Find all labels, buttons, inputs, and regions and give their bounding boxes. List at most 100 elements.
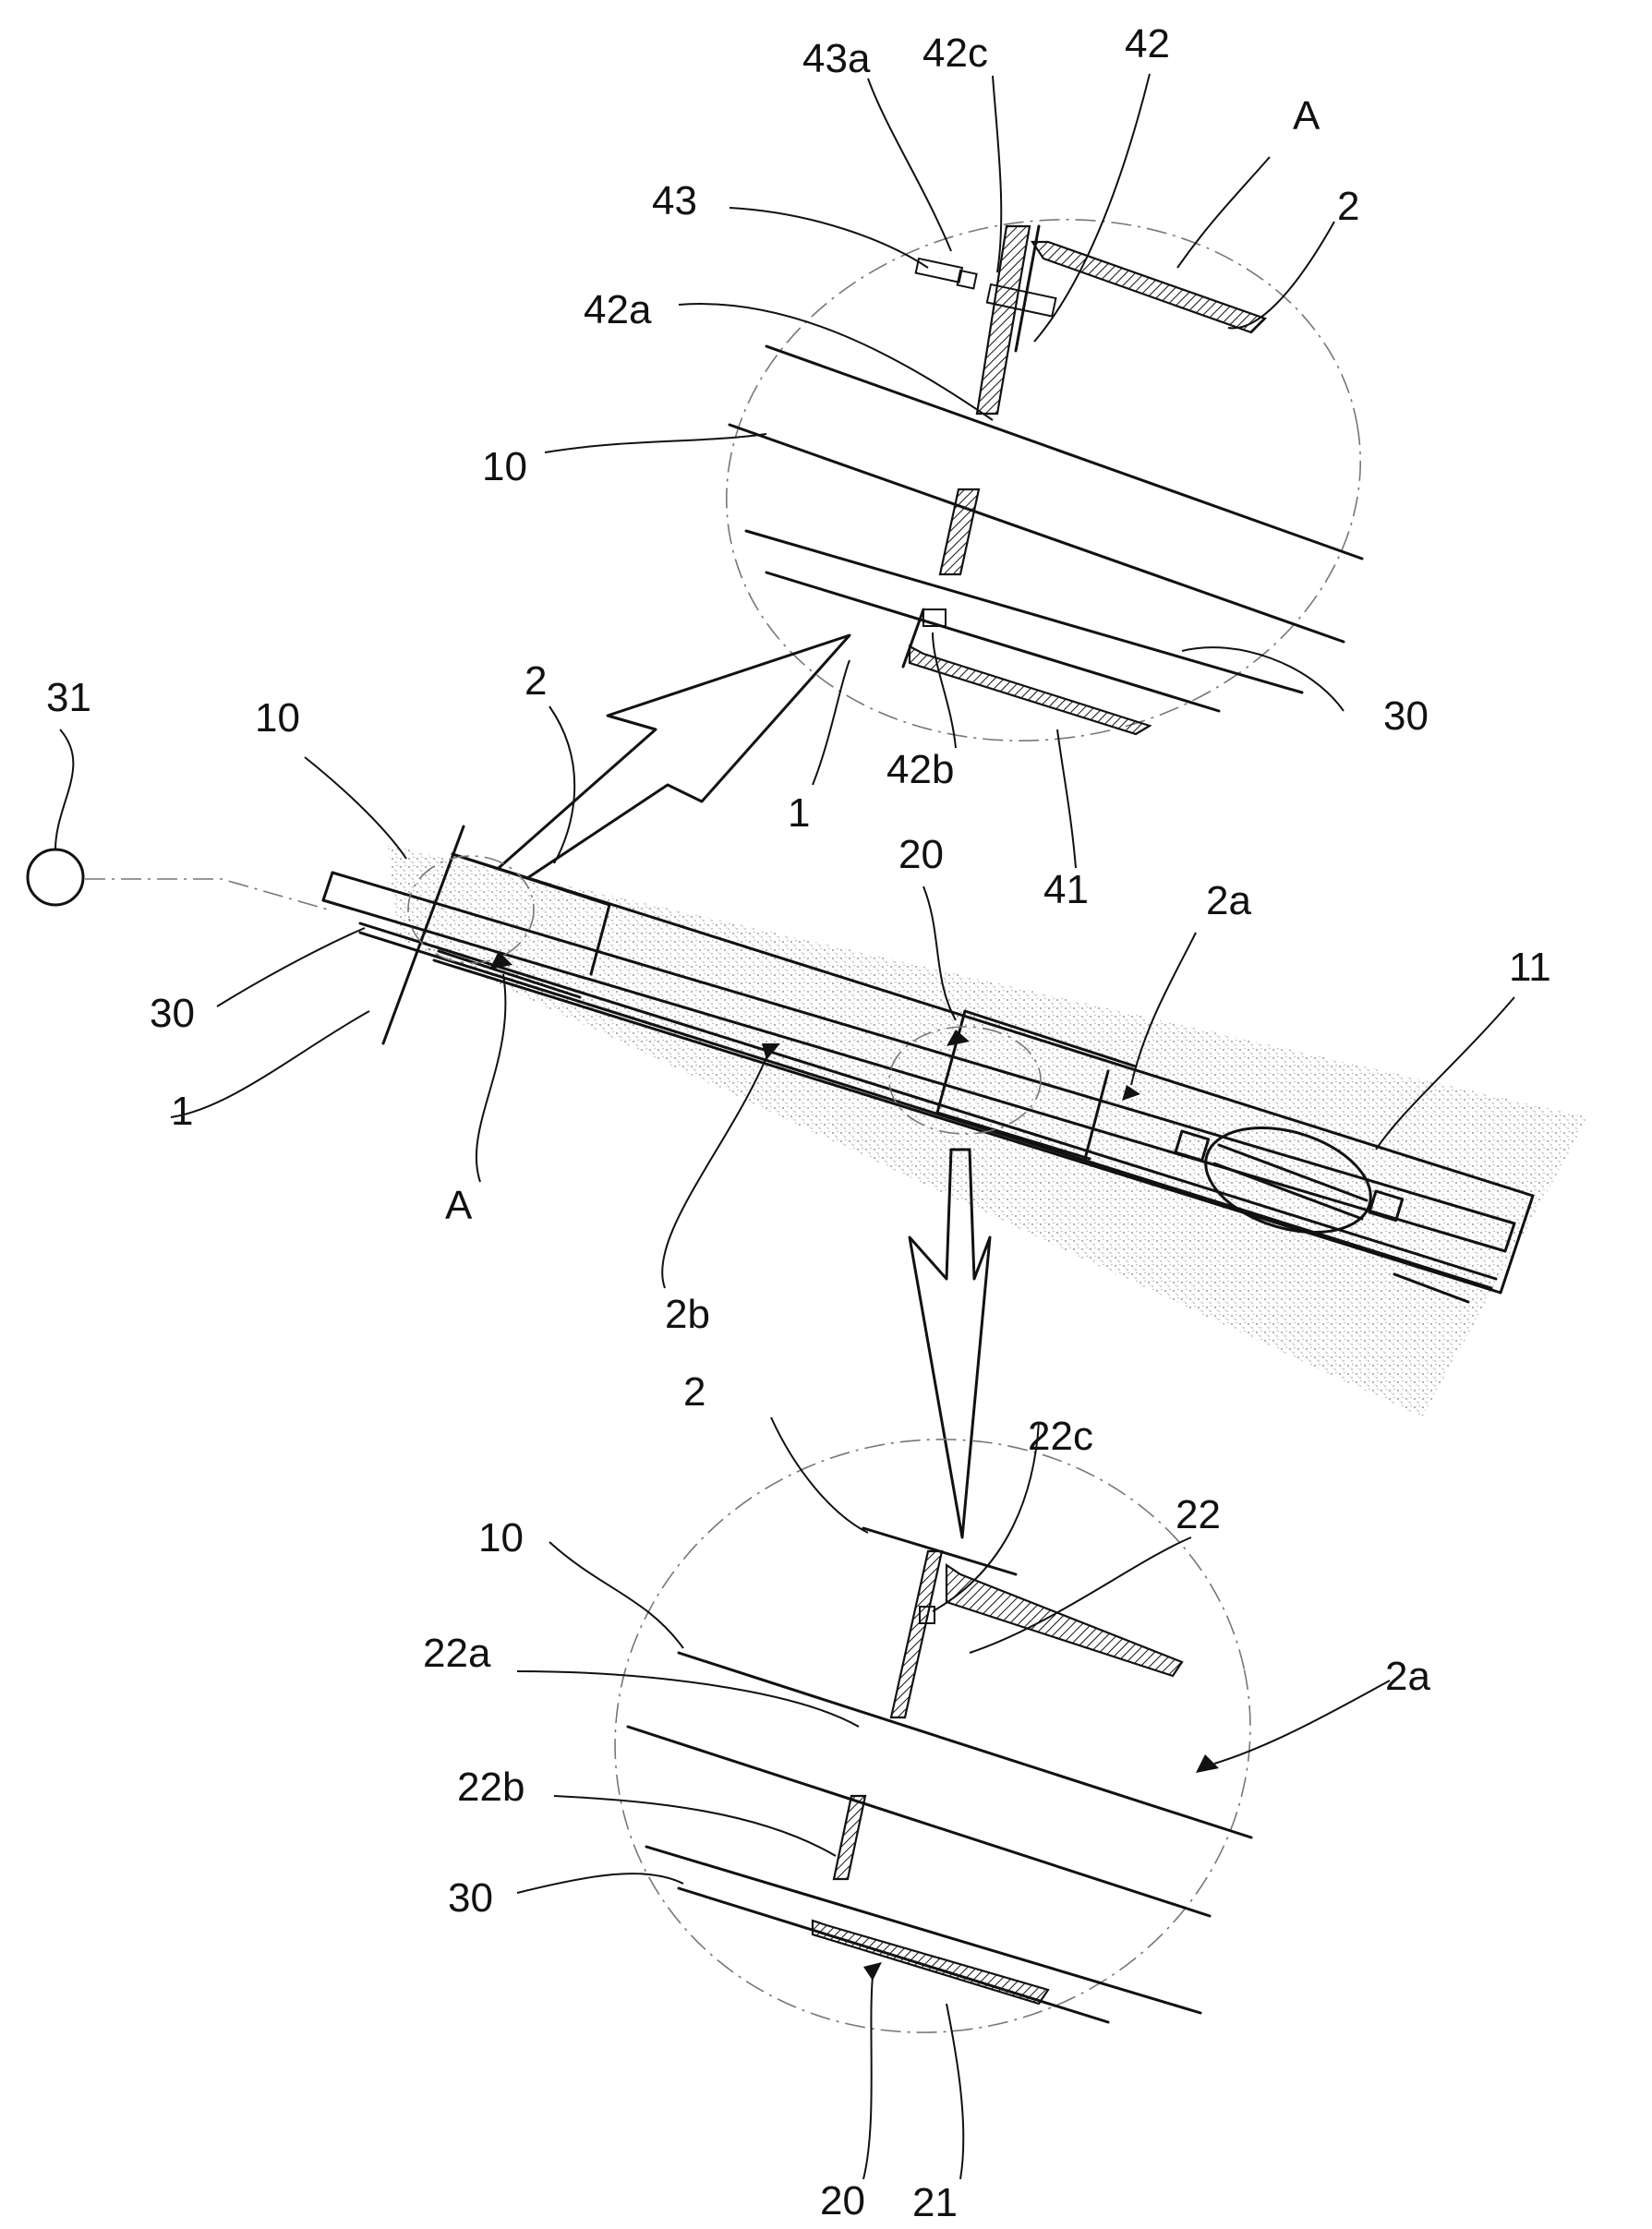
leader-2b (661, 1056, 767, 1289)
detail-a-circle (725, 219, 1362, 741)
leader-20-bot (862, 1975, 874, 2180)
label-2b: 2b (665, 1292, 710, 1337)
detail-20-circle (614, 1439, 1251, 2033)
arrow-a-main (489, 951, 512, 970)
bottom-extension (1393, 1272, 1470, 1304)
seal-22c (919, 1606, 935, 1624)
anchor-11 (1204, 1126, 1372, 1235)
casing-20-right-wall (1083, 1069, 1110, 1161)
bottom-pipe-10-upper (677, 1651, 1253, 1839)
bottom-leader-lines (516, 1416, 1391, 2180)
pipe-10-main-lower (321, 898, 1507, 1253)
main-leader-lines (54, 705, 1515, 1289)
leader-22 (969, 1536, 1192, 1654)
label-10-top: 10 (482, 444, 527, 489)
leader-43a (867, 78, 952, 252)
leader-43 (729, 207, 929, 269)
label-42b: 42b (886, 747, 954, 792)
bottom-casing-21-sleeve (811, 1919, 1050, 2006)
pipe-30-main-upper (358, 922, 1498, 1281)
main-installation-view (26, 825, 1588, 1417)
casing-2-body (432, 852, 1535, 1295)
tether-line (85, 878, 329, 910)
leader-1-top (812, 659, 850, 786)
casing-41-main (437, 949, 582, 999)
anchor-11-collar-right (1368, 1189, 1405, 1223)
pipe-10-lower-line (728, 423, 1345, 644)
nut-43a (956, 269, 978, 290)
label-10-bot: 10 (478, 1515, 524, 1560)
label-2-top: 2 (1337, 184, 1359, 229)
leader-22c (932, 1421, 1040, 1612)
leader-42a (678, 303, 994, 421)
pipe-10-upper-line (765, 344, 1364, 560)
wall-1-bottom-line (901, 608, 925, 669)
leader-10-main (304, 756, 407, 860)
detail-a-magnified-view (725, 219, 1364, 741)
casing-20-upper (963, 1009, 1138, 1068)
pipe-10-main-upper (331, 871, 1516, 1225)
pipe-30-lower-line (765, 571, 1221, 713)
label-20-main: 20 (898, 832, 944, 877)
leader-20-main (922, 886, 957, 1021)
wall-1-upper-hatch (975, 224, 1031, 416)
label-42-top: 42 (1125, 21, 1170, 66)
casing-41-lower-sleeve (908, 645, 1152, 736)
leader-2a-bot (1213, 1680, 1391, 1765)
detail-20-marker (888, 1026, 1042, 1135)
label-43: 43 (652, 178, 697, 223)
arrow-2a-main (1122, 1085, 1140, 1101)
casing-2-end-wall (589, 903, 611, 976)
wall-1-main (381, 825, 465, 1045)
casing-20-wall (935, 1009, 967, 1114)
pipe-10-far-end (1503, 1222, 1516, 1253)
bottom-wall-lower-hatch (832, 1794, 867, 1881)
anchor-11-line-1 (1217, 1143, 1369, 1202)
label-11: 11 (1509, 945, 1551, 990)
leader-11 (1375, 996, 1515, 1151)
label-41: 41 (1043, 867, 1089, 912)
reel-31 (26, 848, 85, 907)
label-21: 21 (912, 2180, 958, 2225)
leader-30-main (216, 927, 366, 1007)
label-20-bot: 20 (820, 2178, 865, 2223)
label-42a: 42a (584, 287, 652, 332)
leader-1-main (170, 1010, 370, 1118)
leader-30-bot (516, 1873, 684, 1894)
leader-a-main (475, 973, 507, 1183)
reference-labels: 43a 42c 42 A 2 43 42a 10 30 1 42b 41 31 … (46, 21, 1551, 2225)
leader-30-top (1181, 646, 1345, 712)
detail-20-magnified-view (614, 1439, 1253, 2033)
arrow-20-main (947, 1030, 970, 1046)
pipe-30-upper-line (744, 529, 1304, 694)
bottom-casing-2-sleeve (945, 1562, 1184, 1678)
leader-42-top (1033, 73, 1151, 343)
bolt-43 (914, 257, 964, 283)
label-30-bot: 30 (448, 1875, 493, 1921)
label-22a: 22a (423, 1631, 491, 1676)
label-31: 31 (46, 675, 91, 720)
leader-31 (54, 729, 75, 850)
label-2-main: 2 (525, 658, 547, 704)
leader-10-bot (549, 1541, 684, 1649)
anchor-11-collar-left (1174, 1129, 1211, 1163)
label-42c: 42c (922, 30, 988, 76)
label-43a: 43a (802, 36, 871, 81)
label-22c: 22c (1028, 1414, 1093, 1459)
label-2a-bot: 2a (1385, 1654, 1430, 1699)
leader-42c (992, 75, 1003, 273)
pipe-10-end (321, 871, 334, 902)
leader-22b (553, 1795, 837, 1857)
leader-2a-main (1130, 932, 1197, 1086)
callout-arrow-down-to-detail-20 (908, 1148, 992, 1539)
leader-22a (516, 1670, 860, 1728)
leader-41 (1056, 729, 1077, 869)
label-10-main: 10 (255, 695, 300, 741)
label-22b: 22b (457, 1765, 525, 1810)
label-30-main: 30 (150, 991, 195, 1036)
bottom-pipe-10-lower (626, 1725, 1212, 1918)
leader-21 (946, 2003, 965, 2180)
flange-42 (985, 283, 1057, 318)
